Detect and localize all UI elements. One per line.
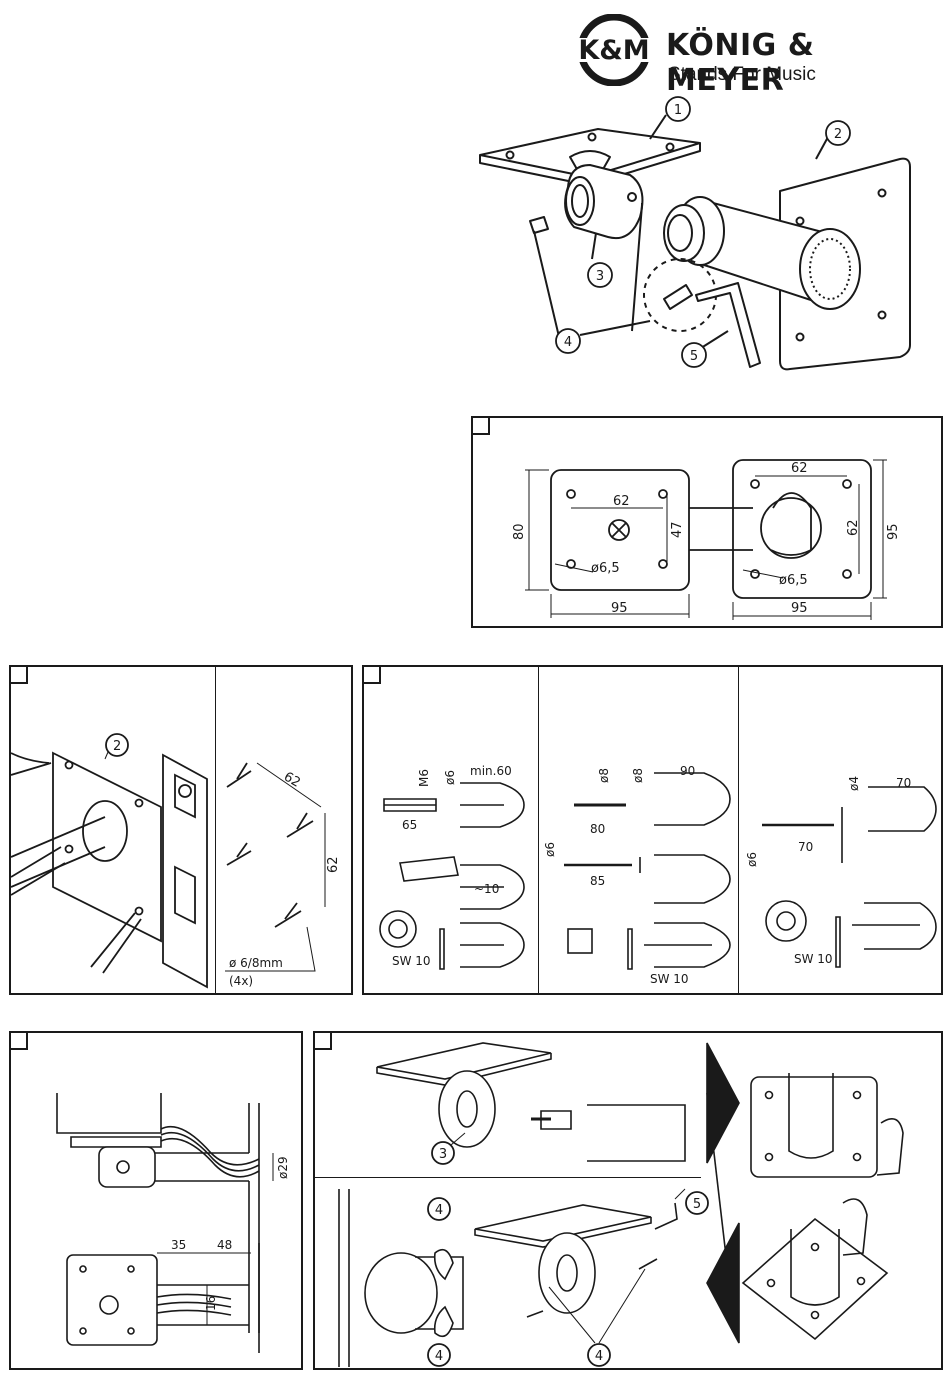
anchor-a-wrench: SW 10 bbox=[392, 954, 431, 968]
anchors-drawing: M6 ø6 min.60 65 ~10 SW 10 ø8 ø8 90 80 ø6… bbox=[364, 667, 941, 993]
left-hole-spacing-v: 47 bbox=[670, 521, 685, 538]
cable-dim-3: 16 bbox=[204, 1296, 218, 1311]
left-plate-height: 80 bbox=[512, 523, 527, 540]
anchor-c-screw-len: 70 bbox=[798, 840, 813, 854]
drilling-panel: 2 62 62 ø 6/8mm (4x) bbox=[9, 665, 353, 995]
assembly-callout-4b: 4 bbox=[435, 1349, 443, 1364]
cable-dim-2: 48 bbox=[217, 1238, 232, 1252]
brand-tagline: Stands For Music bbox=[668, 64, 816, 86]
assembly-callout-3: 3 bbox=[439, 1147, 447, 1162]
drill-spacing-diag: 62 bbox=[281, 769, 303, 790]
brand-header: K&M KÖNIG & MEYER Stands For Music bbox=[560, 14, 940, 86]
anchor-c-depth: 70 bbox=[896, 776, 911, 790]
anchor-a-thread: M6 bbox=[417, 769, 431, 787]
cable-routing-panel: ø29 35 48 16 bbox=[9, 1031, 303, 1370]
anchor-c-drill: ø4 bbox=[847, 776, 861, 791]
anchor-b-length: 80 bbox=[590, 822, 605, 836]
anchor-b-drill1: ø8 bbox=[597, 768, 611, 783]
right-plate-height: 95 bbox=[886, 523, 901, 540]
callout-2: 2 bbox=[834, 127, 842, 142]
assembly-callout-4c: 4 bbox=[595, 1349, 603, 1364]
drill-callout-2: 2 bbox=[113, 739, 121, 754]
right-hole-diameter: ø6,5 bbox=[779, 573, 808, 588]
cable-dim-1: 35 bbox=[171, 1238, 186, 1252]
anchor-c-wrench: SW 10 bbox=[794, 952, 833, 966]
left-hole-spacing-h: 62 bbox=[613, 494, 630, 509]
drill-size: ø 6/8mm bbox=[229, 956, 283, 970]
anchor-a-depth: min.60 bbox=[470, 764, 512, 778]
anchor-b-wrench: SW 10 bbox=[650, 972, 689, 986]
assembly-panel: 3 4 4 4 5 bbox=[313, 1031, 943, 1370]
right-plate-width: 95 bbox=[791, 601, 808, 616]
anchors-panel: M6 ø6 min.60 65 ~10 SW 10 ø8 ø8 90 80 ø6… bbox=[362, 665, 943, 995]
callout-3: 3 bbox=[596, 269, 604, 284]
cable-drawing: ø29 35 48 16 bbox=[11, 1033, 301, 1368]
drilling-drawing: 2 62 62 ø 6/8mm (4x) bbox=[11, 667, 351, 993]
assembly-callout-5: 5 bbox=[693, 1197, 701, 1212]
left-hole-diameter: ø6,5 bbox=[591, 561, 620, 576]
anchor-b-depth: 90 bbox=[680, 764, 695, 778]
anchor-b-screw-d: ø6 bbox=[543, 842, 557, 857]
anchor-c-screw-d: ø6 bbox=[745, 852, 759, 867]
cable-tube-d: ø29 bbox=[276, 1156, 290, 1179]
drill-spacing-vert: 62 bbox=[326, 856, 341, 873]
drill-quantity: (4x) bbox=[229, 974, 253, 988]
dimensions-panel: 62 47 80 95 ø6,5 62 62 95 95 ø6,5 bbox=[471, 416, 943, 628]
dimensions-drawing: 62 47 80 95 ø6,5 62 62 95 95 ø6,5 bbox=[473, 418, 941, 626]
logo-text: K&M bbox=[578, 35, 649, 66]
anchor-b-screw-len: 85 bbox=[590, 874, 605, 888]
anchor-a-length: 65 bbox=[402, 818, 417, 832]
km-logo-icon: K&M bbox=[560, 14, 668, 86]
exploded-parts-diagram: 1 2 3 4 5 bbox=[470, 95, 940, 385]
anchor-a-drill: ø6 bbox=[443, 770, 457, 785]
assembly-drawing: 3 4 4 4 5 bbox=[315, 1033, 941, 1368]
callout-1: 1 bbox=[674, 103, 682, 118]
callout-5: 5 bbox=[690, 349, 698, 364]
anchor-a-offset: ~10 bbox=[474, 882, 499, 896]
assembly-callout-4a: 4 bbox=[435, 1203, 443, 1218]
right-hole-spacing-h: 62 bbox=[791, 461, 808, 476]
anchor-b-drill2: ø8 bbox=[631, 768, 645, 783]
left-plate-width: 95 bbox=[611, 601, 628, 616]
callout-4: 4 bbox=[564, 335, 572, 350]
brand-name: KÖNIG & MEYER bbox=[666, 28, 940, 98]
right-hole-spacing-v: 62 bbox=[846, 519, 861, 536]
